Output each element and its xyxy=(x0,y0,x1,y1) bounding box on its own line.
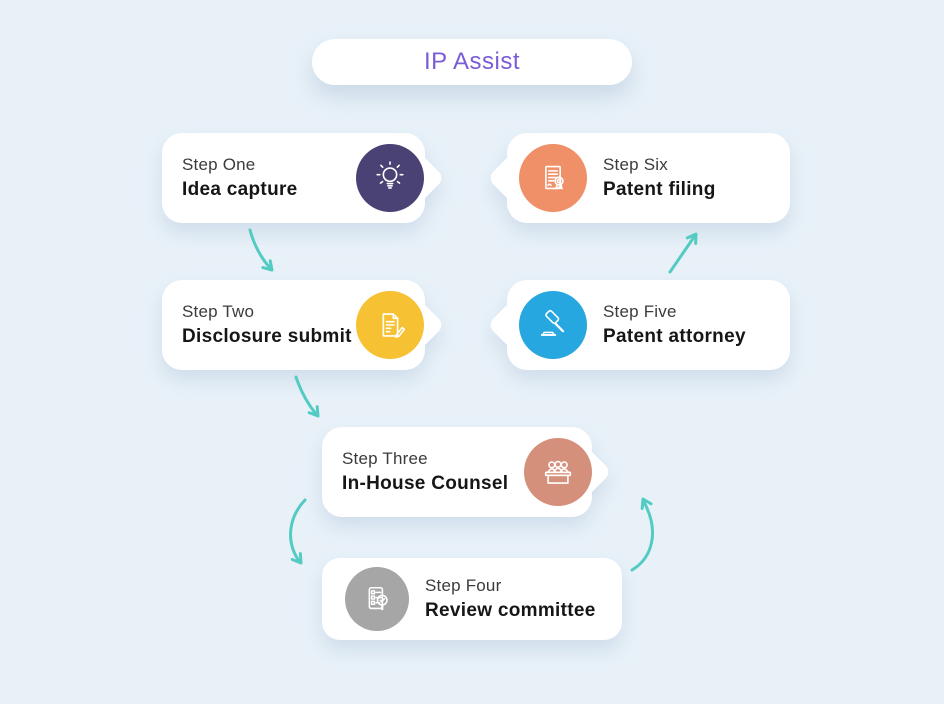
step-name: In-House Counsel xyxy=(342,473,509,494)
step-five-icon-badge xyxy=(519,291,587,359)
arrow-step-two-to-three xyxy=(294,375,320,418)
step-label: Step Four xyxy=(425,576,502,595)
step-three-icon-badge xyxy=(524,438,592,506)
step-label: Step One xyxy=(182,155,256,174)
certificate-icon xyxy=(545,165,564,190)
step-four-icon-badge xyxy=(345,567,409,631)
step-two-card: Step Two Disclosure submit xyxy=(162,280,446,370)
committee-icon xyxy=(544,460,572,484)
step-three-card: Step Three In-House Counsel xyxy=(322,427,613,517)
step-four-card: Step Four Review committee xyxy=(322,558,622,640)
step-name: Patent filing xyxy=(603,179,716,200)
step-two-icon-badge xyxy=(356,291,424,359)
arrow-step-three-to-four xyxy=(289,498,307,565)
step-name: Idea capture xyxy=(182,179,298,200)
step-label: Step Five xyxy=(603,302,677,321)
step-name: Review committee xyxy=(425,600,596,621)
step-one-icon-badge xyxy=(356,144,424,212)
title-pill: IP Assist xyxy=(312,39,632,85)
arrow-step-four-to-five xyxy=(630,497,654,572)
step-name: Disclosure submit xyxy=(182,326,352,347)
step-name: Patent attorney xyxy=(603,326,746,347)
step-label: Step Six xyxy=(603,155,668,174)
step-one-card: Step One Idea capture xyxy=(162,133,446,223)
step-six-icon-badge xyxy=(519,144,587,212)
arrow-step-one-to-two xyxy=(248,228,274,272)
step-label: Step Three xyxy=(342,449,428,468)
step-label: Step Two xyxy=(182,302,255,321)
arrow-step-five-to-six xyxy=(668,232,698,274)
page-title: IP Assist xyxy=(423,48,521,75)
document-edit-icon xyxy=(382,313,406,338)
gavel-icon xyxy=(540,309,565,336)
lightbulb-icon xyxy=(376,161,404,189)
checklist-review-icon xyxy=(368,586,388,611)
step-five-card: Step Five Patent attorney xyxy=(486,280,790,370)
step-six-card: Step Six Patent filing xyxy=(486,133,790,223)
